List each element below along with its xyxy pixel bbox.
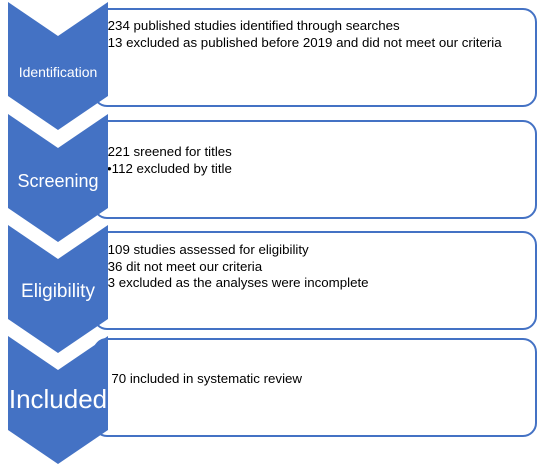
screening-label: Screening — [17, 171, 99, 191]
included-label: Included — [8, 384, 108, 414]
identification-bullet-2: •13 excluded as published before 2019 an… — [103, 34, 502, 50]
screening-chevron-shape — [8, 114, 108, 242]
identification-label: Identification — [18, 64, 98, 80]
screening-box: •221 sreened for titles •112 excluded by… — [93, 120, 537, 219]
identification-box: •234 published studies identified throug… — [93, 8, 537, 107]
eligibility-chevron-shape — [8, 225, 108, 353]
identification-bullet-1: •234 published studies identified throug… — [103, 18, 400, 33]
eligibility-label: Eligibility — [21, 281, 95, 302]
identification-chevron: Identification — [8, 2, 108, 130]
eligibility-box: •109 studies assessed for eligibility •3… — [93, 231, 537, 330]
eligibility-bullet-1: •109 studies assessed for eligibility — [103, 242, 309, 257]
eligibility-bullet-2: •36 dit not meet our criteria — [103, 258, 263, 274]
included-bullet-1: • 70 included in systematic review — [103, 371, 303, 386]
screening-chevron: Screening — [8, 114, 108, 242]
included-box: • 70 included in systematic review — [93, 338, 537, 437]
included-chevron: Included — [8, 336, 108, 464]
eligibility-chevron: Eligibility — [8, 225, 108, 353]
screening-bullet-1: •221 sreened for titles — [103, 144, 232, 159]
eligibility-bullet-3: •3 excluded as the analyses were incompl… — [103, 275, 369, 290]
identification-chevron-shape — [8, 2, 108, 130]
screening-bullet-2: •112 excluded by title — [107, 160, 232, 176]
included-chevron-shape — [8, 336, 108, 464]
